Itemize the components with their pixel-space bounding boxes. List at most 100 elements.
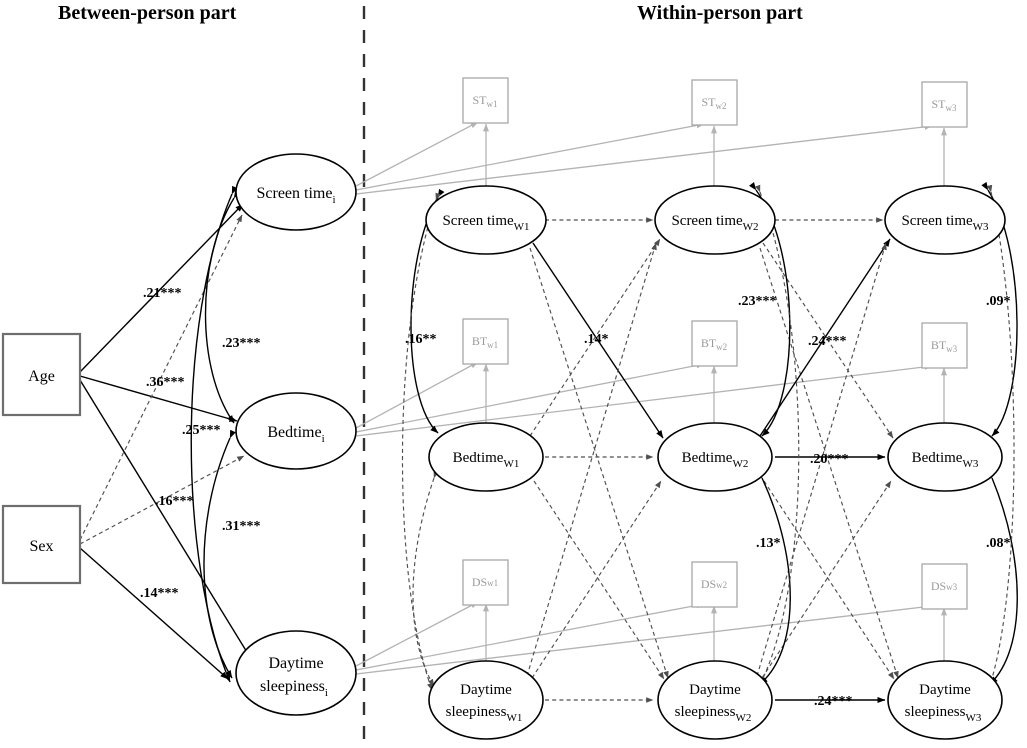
node-obs-bt-w2[interactable] xyxy=(691,320,738,367)
cl-st2-bt3 xyxy=(762,242,894,439)
rescov-bt3-ds3 xyxy=(986,469,1018,685)
between-person-paths xyxy=(79,203,254,680)
node-screentime-w1[interactable] xyxy=(425,185,547,255)
node-age-label: Age xyxy=(28,368,55,385)
coef-cov-st-bt-between: .23*** xyxy=(222,336,261,351)
node-daytime-w3-label-2: sleepinessW3 xyxy=(905,704,982,724)
node-daytime-w3-label-1: Daytime xyxy=(919,682,971,698)
node-obs-ds-w3-label: DSw3 xyxy=(931,579,958,593)
node-obs-st-w3[interactable] xyxy=(921,81,968,128)
cl-bt1-st2 xyxy=(529,238,661,437)
node-bedtime-w2[interactable] xyxy=(657,422,773,492)
node-bedtime-w2-label: BedtimeW2 xyxy=(682,450,749,470)
coefficient-labels: .21*** .23*** .36*** .25*** .16*** .31**… xyxy=(140,286,1011,709)
path-sex-to-daytime xyxy=(79,547,229,680)
path-sex-to-bedtime xyxy=(79,455,245,545)
node-obs-bt-w3[interactable] xyxy=(921,322,968,369)
cl-bt2-ds3 xyxy=(763,480,895,680)
cl-st1-bt2 xyxy=(532,242,664,439)
node-obs-bt-w3-label: BTw3 xyxy=(931,338,958,354)
between-person-nodes: Screen timei Bedtimei Daytime sleepiness… xyxy=(235,153,357,716)
node-screentime-between[interactable] xyxy=(235,153,357,231)
node-daytime-w2-label-1: Daytime xyxy=(689,682,741,698)
rescov-st2-ds2 xyxy=(754,184,800,689)
node-bedtime-w3[interactable] xyxy=(887,422,1003,492)
cl-st1-ds2 xyxy=(529,247,669,679)
node-obs-bt-w1[interactable] xyxy=(462,318,509,365)
cl-st2-ds3 xyxy=(759,247,899,679)
exogenous-nodes: Age Sex xyxy=(1,332,82,585)
node-obs-st-w1[interactable] xyxy=(462,77,509,124)
node-obs-ds-w3[interactable] xyxy=(921,563,968,610)
node-daytime-w1-label-1: Daytime xyxy=(460,682,512,698)
measurement-paths xyxy=(355,121,947,675)
node-obs-st-w2-label: STw2 xyxy=(701,95,726,111)
path-age-to-bedtime xyxy=(79,375,238,422)
coef-sex-daytime: .14*** xyxy=(140,586,179,601)
node-screentime-w3[interactable] xyxy=(884,185,1006,255)
node-screentime-w2[interactable] xyxy=(654,185,776,255)
coef-rescov-st3-bt3: .09* xyxy=(986,294,1011,309)
rescov-bt1-ds1 xyxy=(412,470,439,687)
node-obs-st-w2[interactable] xyxy=(691,79,738,126)
node-daytime-w3[interactable] xyxy=(887,660,1003,740)
cl-ds2-st3 xyxy=(756,242,887,677)
within-person-nodes: Screen timeW1 Screen timeW2 Screen timeW… xyxy=(425,185,1006,740)
node-bedtime-w1[interactable] xyxy=(428,422,544,492)
node-obs-ds-w1[interactable] xyxy=(462,559,509,606)
rescov-st3-ds3 xyxy=(986,184,1015,689)
coef-cl-st1-bt2: .14* xyxy=(584,332,609,347)
path-age-to-screentime xyxy=(79,203,244,373)
rescov-st1-ds1 xyxy=(401,192,441,691)
cov-st-ds xyxy=(190,185,238,683)
coef-ar-ds2-ds3: .24*** xyxy=(814,694,853,709)
node-daytime-w2[interactable] xyxy=(657,660,773,740)
node-daytime-w1-label-2: sleepinessW1 xyxy=(446,704,523,724)
cl-bt1-ds2 xyxy=(533,480,665,680)
node-screentime-w3-label: Screen timeW3 xyxy=(901,213,989,233)
node-screentime-between-label: Screen timei xyxy=(256,185,335,206)
coef-cl-bt2-st3: .24*** xyxy=(808,334,847,349)
header-within-person: Within-person part xyxy=(637,2,803,24)
path-sex-to-screentime xyxy=(79,214,243,541)
coef-rescov-st1-bt1: .16** xyxy=(405,332,437,347)
node-bedtime-between-label: Bedtimei xyxy=(267,424,324,445)
node-bedtime-between[interactable] xyxy=(235,392,357,470)
node-obs-st-w1-label: STw1 xyxy=(472,93,497,109)
node-bedtime-w1-label: BedtimeW1 xyxy=(453,450,520,470)
coef-cov-bt-ds-between: .31*** xyxy=(222,519,261,534)
node-obs-bt-w2-label: BTw2 xyxy=(701,336,727,352)
node-daytime-w2-label-2: sleepinessW2 xyxy=(675,704,752,724)
path-age-to-daytime xyxy=(79,379,254,663)
coef-rescov-bt3-ds3: .08* xyxy=(986,536,1011,551)
node-obs-ds-w2-label: DSw2 xyxy=(701,577,727,591)
cov-bt-ds xyxy=(203,429,236,679)
coef-ar-bt2-bt3: .20*** xyxy=(810,452,849,467)
cl-bt2-st3 xyxy=(759,238,891,437)
node-daytime-between-label-2: sleepinessi xyxy=(260,678,328,699)
node-obs-ds-w1-label: DSw1 xyxy=(472,575,498,589)
node-sex-box[interactable] xyxy=(1,504,82,585)
coef-rescov-bt2-ds2: .13* xyxy=(756,536,781,551)
node-screentime-w1-label: Screen timeW1 xyxy=(442,213,529,233)
node-daytime-between[interactable] xyxy=(235,630,357,716)
cl-ds2-bt3 xyxy=(761,480,892,679)
node-obs-ds-w2[interactable] xyxy=(691,561,738,608)
node-daytime-between-label-1: Daytime xyxy=(268,655,323,672)
node-screentime-w2-label: Screen timeW2 xyxy=(671,213,758,233)
coef-rescov-st2-bt2: .23*** xyxy=(738,294,777,309)
cov-st-bt xyxy=(204,189,241,424)
node-obs-bt-w1-label: BTw1 xyxy=(472,334,498,350)
observed-nodes: STw1 STw2 STw3 BTw1 BTw2 BTw3 xyxy=(462,77,968,610)
node-sex-label: Sex xyxy=(30,538,54,555)
node-daytime-w1[interactable] xyxy=(428,660,544,740)
between-person-covariances xyxy=(190,185,241,683)
node-age-box[interactable] xyxy=(1,332,82,417)
coef-sex-screentime: .25*** xyxy=(182,423,221,438)
coef-age-screentime: .21*** xyxy=(143,286,182,301)
cl-ds1-bt2 xyxy=(531,480,662,679)
coef-sex-bedtime: .16*** xyxy=(155,494,194,509)
node-bedtime-w3-label: BedtimeW3 xyxy=(912,450,979,470)
